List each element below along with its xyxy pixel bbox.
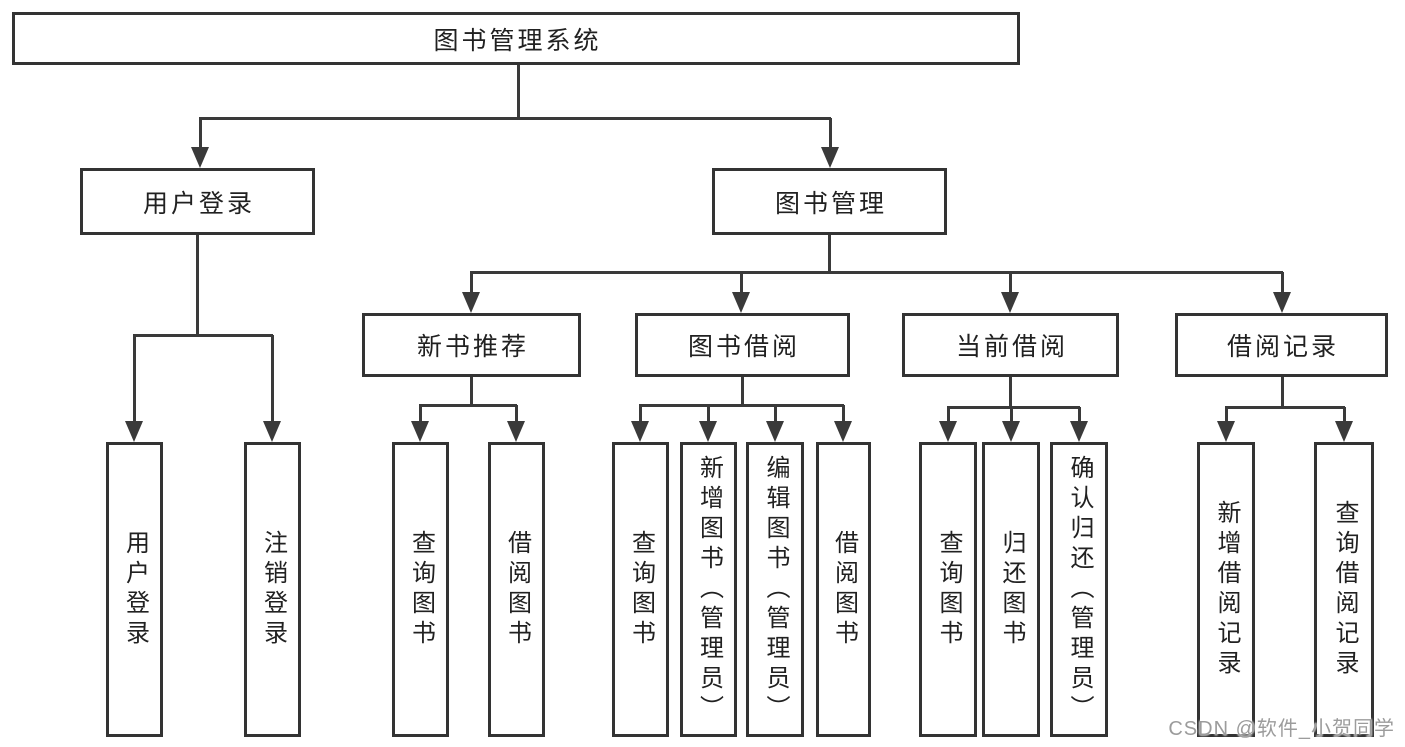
node-label-leaf-query-books-3: 查询图书 (935, 529, 962, 650)
arrow-down-icon (507, 421, 525, 442)
node-leaf-borrow-books-1: 借阅图书 (488, 442, 545, 737)
arrow-stem (419, 405, 422, 425)
arrow-down-icon (1273, 292, 1291, 313)
arrow-down-icon (939, 421, 957, 442)
arrow-down-icon (631, 421, 649, 442)
connector-line (133, 334, 273, 337)
connector-line (828, 235, 831, 273)
arrow-stem (1343, 407, 1346, 425)
connector-line (1009, 377, 1012, 408)
arrow-stem (1009, 272, 1012, 296)
arrow-down-icon (1070, 421, 1088, 442)
arrow-down-icon (834, 421, 852, 442)
node-current-borrowing: 当前借阅 (902, 313, 1119, 377)
node-label-user-login-branch: 用户登录 (142, 189, 255, 218)
arrow-stem (515, 405, 518, 425)
node-leaf-edit-book-admin: 编辑图书（管理员） (746, 442, 804, 737)
connector-line (470, 377, 473, 406)
node-label-leaf-edit-book-admin: 编辑图书（管理员） (762, 454, 789, 725)
node-leaf-query-books-3: 查询图书 (919, 442, 977, 737)
node-leaf-query-books-1: 查询图书 (392, 442, 449, 737)
node-leaf-query-books-2: 查询图书 (612, 442, 669, 737)
node-leaf-logout: 注销登录 (244, 442, 301, 737)
node-label-root-system: 图书管理系统 (433, 26, 602, 55)
node-leaf-add-book-admin: 新增图书（管理员） (680, 442, 737, 737)
node-leaf-add-borrow-rec: 新增借阅记录 (1197, 442, 1255, 737)
node-label-leaf-add-borrow-rec: 新增借阅记录 (1213, 499, 1240, 680)
connector-line (470, 271, 1283, 274)
node-leaf-borrow-books-2: 借阅图书 (816, 442, 871, 737)
node-label-leaf-query-borrow-rec: 查询借阅记录 (1331, 499, 1358, 680)
arrow-stem (133, 335, 136, 425)
connector-line (741, 377, 744, 406)
node-label-leaf-return-book: 归还图书 (998, 529, 1025, 650)
node-root-system: 图书管理系统 (12, 12, 1020, 65)
node-leaf-user-login: 用户登录 (106, 442, 163, 737)
node-label-book-management: 图书管理 (774, 189, 887, 218)
node-user-login-branch: 用户登录 (80, 168, 315, 235)
arrow-stem (740, 272, 743, 296)
arrow-stem (271, 335, 274, 425)
node-leaf-return-book: 归还图书 (982, 442, 1040, 737)
arrow-stem (947, 407, 950, 425)
arrow-stem (707, 405, 710, 425)
arrow-down-icon (821, 147, 839, 168)
node-label-leaf-user-login: 用户登录 (121, 529, 149, 650)
node-borrowing-records: 借阅记录 (1175, 313, 1388, 377)
node-leaf-confirm-return: 确认归还（管理员） (1050, 442, 1108, 737)
arrow-stem (1281, 272, 1284, 296)
arrow-down-icon (411, 421, 429, 442)
arrow-down-icon (191, 147, 209, 168)
node-label-leaf-query-books-2: 查询图书 (627, 529, 655, 650)
node-label-current-borrowing: 当前借阅 (955, 333, 1068, 361)
node-label-new-book-recommend: 新书推荐 (416, 333, 529, 361)
node-book-borrowing: 图书借阅 (635, 313, 850, 377)
node-new-book-recommend: 新书推荐 (362, 313, 581, 377)
arrow-stem (199, 118, 202, 151)
connector-line (517, 65, 520, 119)
arrow-down-icon (766, 421, 784, 442)
arrow-down-icon (462, 292, 480, 313)
arrow-down-icon (1217, 421, 1235, 442)
node-label-leaf-logout: 注销登录 (259, 529, 287, 650)
node-leaf-query-borrow-rec: 查询借阅记录 (1314, 442, 1374, 737)
connector-line (419, 404, 517, 407)
node-label-leaf-confirm-return: 确认归还（管理员） (1066, 454, 1093, 725)
connector-line (199, 117, 831, 120)
arrow-down-icon (699, 421, 717, 442)
node-label-borrowing-records: 借阅记录 (1226, 333, 1339, 361)
arrow-stem (639, 405, 642, 425)
arrow-down-icon (1002, 421, 1020, 442)
node-label-leaf-borrow-books-1: 借阅图书 (503, 529, 531, 650)
arrow-down-icon (125, 421, 143, 442)
arrow-down-icon (1001, 292, 1019, 313)
connector-line (196, 235, 199, 336)
arrow-stem (1225, 407, 1228, 425)
node-label-leaf-borrow-books-2: 借阅图书 (830, 529, 858, 650)
arrow-stem (829, 118, 832, 151)
arrow-down-icon (732, 292, 750, 313)
arrow-stem (470, 272, 473, 296)
connector-line (947, 406, 1080, 409)
arrow-stem (1078, 407, 1081, 425)
node-label-leaf-add-book-admin: 新增图书（管理员） (695, 454, 723, 725)
node-label-book-borrowing: 图书借阅 (687, 333, 800, 361)
arrow-down-icon (263, 421, 281, 442)
connector-line (1225, 406, 1345, 409)
watermark: CSDN @软件_小贺同学 (1168, 718, 1395, 740)
arrow-stem (842, 405, 845, 425)
connector-line (639, 404, 844, 407)
arrow-stem (1010, 407, 1013, 425)
arrow-down-icon (1335, 421, 1353, 442)
node-label-leaf-query-books-1: 查询图书 (407, 529, 435, 650)
node-book-management: 图书管理 (712, 168, 947, 235)
arrow-stem (774, 405, 777, 425)
connector-line (1281, 377, 1284, 408)
